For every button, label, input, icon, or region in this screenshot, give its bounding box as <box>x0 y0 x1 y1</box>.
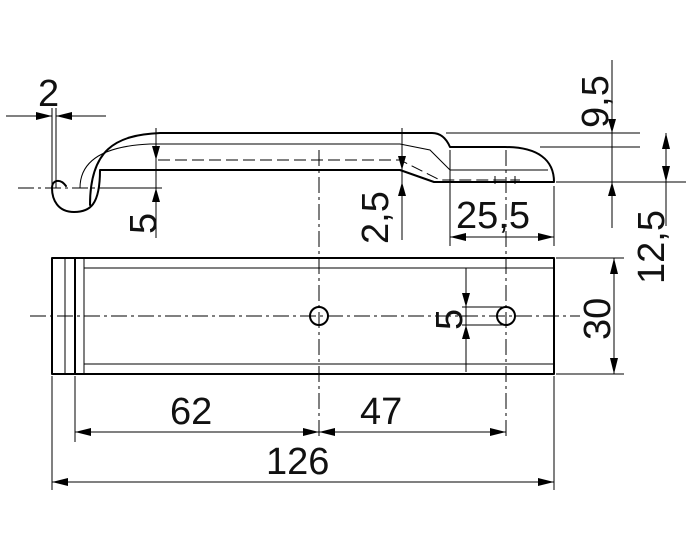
dim-top-offset: 9,5 <box>446 60 686 228</box>
dim-side-height-label: 12,5 <box>631 210 673 284</box>
dim-hole-diameter-label: 5 <box>429 309 471 330</box>
dim-hole-pos-2-label: 47 <box>360 391 402 433</box>
dim-hook-gap: 2 <box>6 73 106 188</box>
dim-hook-gap-label: 2 <box>38 73 59 115</box>
dim-hole-diameter: 5 <box>429 268 506 372</box>
dim-step-length-label: 25,5 <box>456 195 530 237</box>
dim-side-height: 12,5 <box>631 133 673 284</box>
plan-view <box>30 257 580 375</box>
dim-step-height: 2,5 <box>355 128 406 244</box>
dim-hook-depth-label: 5 <box>123 213 165 234</box>
dim-hook-depth: 5 <box>102 128 165 238</box>
dim-hole-pos-1-label: 62 <box>170 391 212 433</box>
side-view-inner-profile <box>79 143 548 189</box>
hook-end <box>51 180 67 189</box>
dim-overall-length: 126 <box>51 376 555 490</box>
dim-step-height-label: 2,5 <box>355 191 397 244</box>
dim-width-label: 30 <box>577 298 619 340</box>
dim-width: 30 <box>556 257 624 375</box>
dim-top-offset-label: 9,5 <box>575 75 617 128</box>
side-view <box>18 132 555 213</box>
dim-step-length: 25,5 <box>449 150 555 246</box>
side-view-outline <box>51 132 555 213</box>
side-view-hidden-line <box>158 159 520 181</box>
dim-overall-length-label: 126 <box>266 441 329 483</box>
dim-hole-positions: 62 47 <box>74 376 506 442</box>
